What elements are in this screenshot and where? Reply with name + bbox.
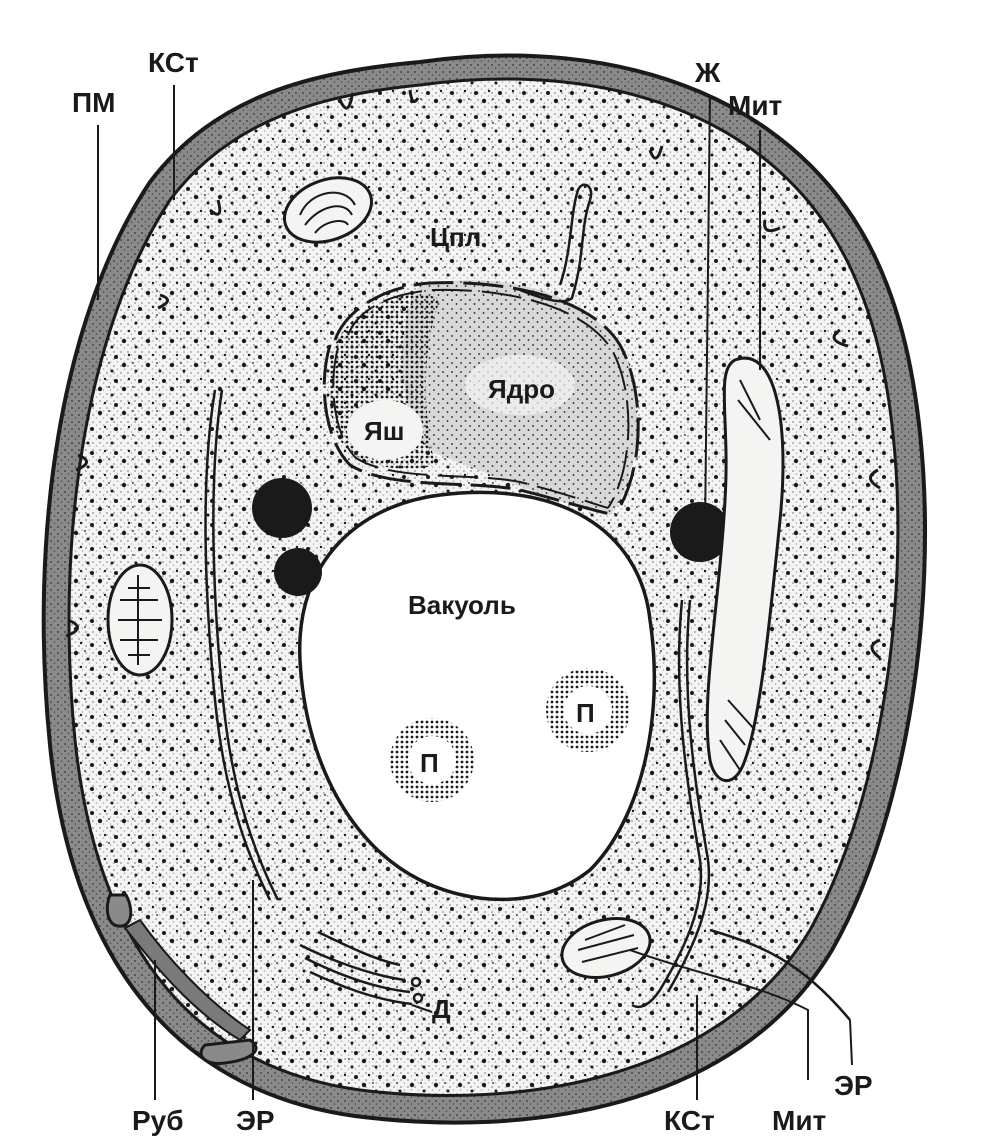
leader-line-er-right bbox=[849, 1019, 853, 1066]
nucleolus bbox=[328, 294, 440, 469]
label-kst-top: КСт bbox=[148, 47, 199, 78]
label-er-right: ЭР bbox=[834, 1070, 873, 1101]
vacuole bbox=[298, 490, 657, 902]
label-nucleolus: Яш bbox=[364, 416, 404, 446]
label-mit-bottom: Мит bbox=[772, 1105, 826, 1136]
label-rub: Руб bbox=[132, 1105, 184, 1136]
mitochondrion-bottom bbox=[560, 917, 652, 979]
label-mit-top: Мит bbox=[728, 90, 782, 121]
label-cpl: Цпл bbox=[430, 222, 481, 252]
lipid-droplets bbox=[252, 478, 730, 596]
bud-scar bbox=[105, 893, 258, 1065]
golgi-apparatus bbox=[299, 930, 424, 1006]
polyphosphate-granule-left bbox=[390, 718, 474, 802]
plasma-membrane-invaginations bbox=[65, 89, 881, 660]
label-vacuole: Вакуоль bbox=[408, 590, 516, 620]
nuclear-envelope bbox=[322, 281, 640, 517]
mitochondrion-left bbox=[106, 563, 174, 677]
endoplasmic-reticulum bbox=[204, 183, 851, 1021]
nucleus bbox=[402, 280, 637, 515]
leader-lines bbox=[97, 85, 853, 1100]
leader-line-zh bbox=[704, 94, 711, 531]
leader-line-mit-bottom bbox=[629, 949, 809, 1080]
label-zh: Ж bbox=[694, 57, 721, 88]
label-er-bottom: ЭР bbox=[236, 1105, 275, 1136]
label-golgi: Д bbox=[432, 994, 451, 1024]
label-p-left: П bbox=[420, 748, 439, 778]
leader-line-d bbox=[411, 1004, 433, 1013]
label-pm: ПМ bbox=[72, 87, 115, 118]
mitochondrion-elongated bbox=[705, 356, 785, 783]
label-p-right: П bbox=[576, 698, 595, 728]
mitochondrion-top bbox=[282, 176, 374, 244]
label-kst-bottom: КСт bbox=[664, 1105, 715, 1136]
label-nucleus: Ядро bbox=[488, 374, 555, 404]
polyphosphate-granule-right bbox=[546, 668, 630, 752]
